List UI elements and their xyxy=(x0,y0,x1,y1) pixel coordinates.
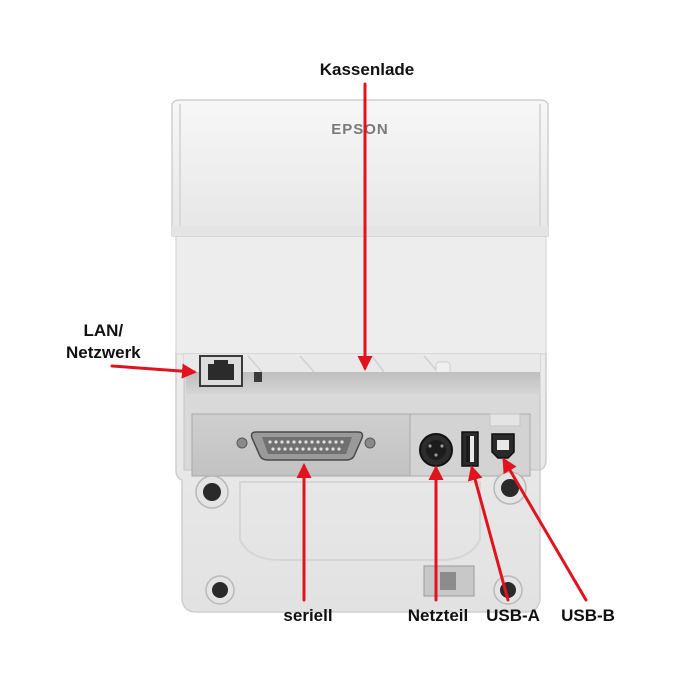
label-lan: LAN/ Netzwerk xyxy=(66,320,141,364)
label-kassenlade: Kassenlade xyxy=(319,60,415,79)
label-lan-line1: LAN/ xyxy=(83,321,124,340)
usb-a-port xyxy=(461,431,479,467)
label-usb-a: USB-A xyxy=(486,606,540,625)
callout-arrows xyxy=(110,82,588,602)
power-port xyxy=(419,433,453,467)
printer-feet xyxy=(195,471,527,605)
arrow-lan xyxy=(110,363,197,379)
label-usb-b: USB-B xyxy=(561,606,615,625)
serial-port xyxy=(236,431,376,461)
arrow-usb-a xyxy=(467,465,510,602)
label-netzteil: Netzteil xyxy=(407,606,469,625)
arrow-usb-b xyxy=(502,457,588,602)
brand-logo: EPSON xyxy=(331,121,389,138)
lan-port xyxy=(199,355,262,387)
usb-b-port xyxy=(489,413,521,459)
label-lan-line2: Netzwerk xyxy=(66,343,141,362)
label-seriell: seriell xyxy=(283,606,333,625)
printer-cover: EPSON xyxy=(171,99,549,237)
